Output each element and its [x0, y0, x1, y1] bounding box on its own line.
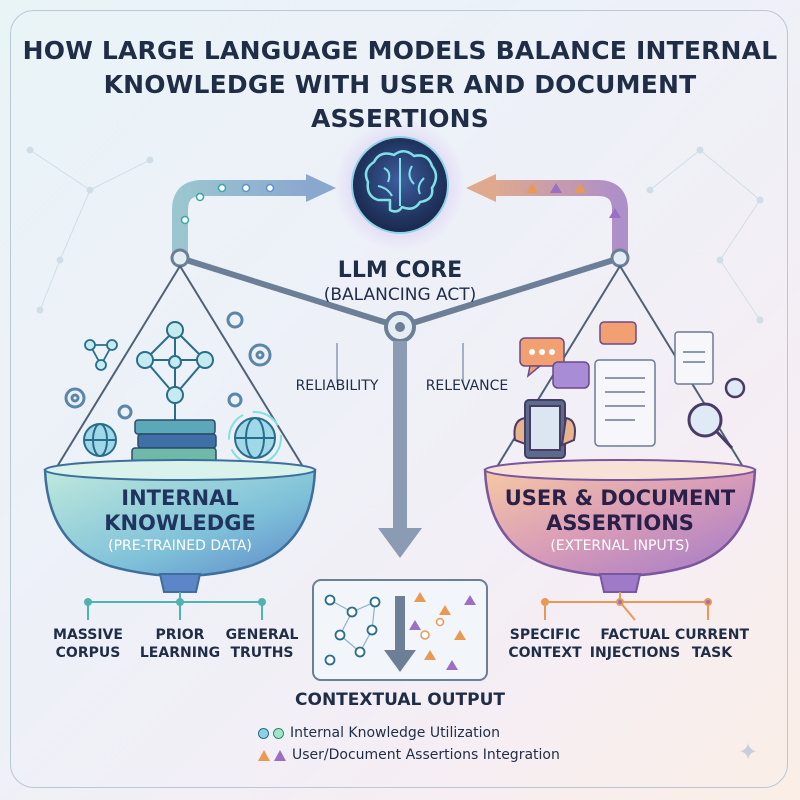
user-assertions-title-2: ASSERTIONS	[546, 511, 694, 535]
leaf-general-truths: GENERAL TRUTHS	[220, 626, 304, 662]
leaf-line: TASK	[691, 645, 733, 661]
internal-knowledge-arrow	[172, 174, 336, 266]
leaf-line: MASSIVE	[53, 627, 123, 643]
balance-beam	[170, 248, 630, 343]
llm-core-brain-icon	[334, 119, 466, 251]
sparkle-icon: ✦	[738, 738, 759, 766]
legend: Internal Knowledge Utilization User/Docu…	[258, 722, 560, 766]
internal-knowledge-title-1: INTERNAL	[121, 486, 239, 510]
leaf-factual-injections: FACTUAL INJECTIONS	[585, 626, 685, 662]
leaf-line: SPECIFIC	[509, 627, 581, 643]
legend-label: Internal Knowledge Utilization	[290, 725, 500, 741]
user-assertions-arrow	[466, 174, 628, 266]
internal-bowl-stem	[158, 573, 202, 593]
page-title-line-1: HOW LARGE LANGUAGE MODELS BALANCE INTERN…	[22, 36, 778, 65]
network-icon	[136, 321, 214, 420]
magnifier-icon	[687, 377, 746, 450]
user-bowl-rim	[484, 459, 756, 481]
leaf-line: PRIOR	[155, 627, 205, 643]
legend-item-user: User/Document Assertions Integration	[258, 744, 560, 766]
leaf-massive-corpus: MASSIVE CORPUS	[48, 626, 128, 662]
internal-knowledge-subtitle: (PRE-TRAINED DATA)	[108, 538, 252, 554]
contextual-output-title: CONTEXTUAL OUTPUT	[295, 690, 505, 710]
globe-icon	[83, 411, 282, 465]
leaf-line: FACTUAL	[600, 627, 670, 643]
chat-bubble-icon	[519, 321, 637, 389]
output-arrow	[336, 341, 464, 558]
outer-frame	[10, 10, 788, 788]
contextual-output-box	[312, 579, 488, 681]
llm-core-title: LLM CORE	[337, 258, 463, 283]
leaf-line: LEARNING	[139, 645, 221, 661]
relevance-label: RELEVANCE	[425, 378, 509, 394]
llm-core-subtitle: (BALANCING ACT)	[323, 285, 477, 305]
legend-triangles-icon	[258, 749, 286, 761]
leaf-line: TRUTHS	[230, 645, 294, 661]
leaf-line: INJECTIONS	[589, 645, 681, 661]
leaf-line: CONTEXT	[508, 645, 582, 661]
leaf-line: GENERAL	[225, 627, 299, 643]
internal-leaf-connectors	[84, 592, 266, 620]
leaf-specific-context: SPECIFIC CONTEXT	[500, 626, 590, 662]
document-icon	[594, 331, 714, 447]
gear-icon	[64, 311, 272, 420]
background-network	[26, 146, 764, 324]
leaf-line: CORPUS	[55, 645, 121, 661]
leaf-current-task: CURRENT TASK	[672, 626, 752, 662]
leaf-line: CURRENT	[674, 627, 750, 643]
page-title-line-2: KNOWLEDGE WITH USER AND DOCUMENT ASSERTI…	[103, 70, 697, 133]
books-icon	[131, 419, 217, 463]
reliability-label: RELIABILITY	[295, 378, 379, 394]
internal-bowl-rim	[44, 459, 316, 481]
leaf-prior-learning: PRIOR LEARNING	[135, 626, 225, 662]
internal-knowledge-title-2: KNOWLEDGE	[104, 511, 256, 535]
tablet-icon	[513, 399, 576, 459]
small-network-icon	[84, 339, 118, 371]
user-assertions-title-1: USER & DOCUMENT	[504, 486, 736, 510]
legend-label: User/Document Assertions Integration	[292, 747, 560, 763]
legend-circles-icon	[258, 727, 284, 739]
user-assertions-subtitle: (EXTERNAL INPUTS)	[550, 538, 690, 554]
legend-item-internal: Internal Knowledge Utilization	[258, 722, 560, 744]
user-bowl-stem	[598, 573, 642, 593]
user-leaf-connectors	[541, 592, 712, 621]
